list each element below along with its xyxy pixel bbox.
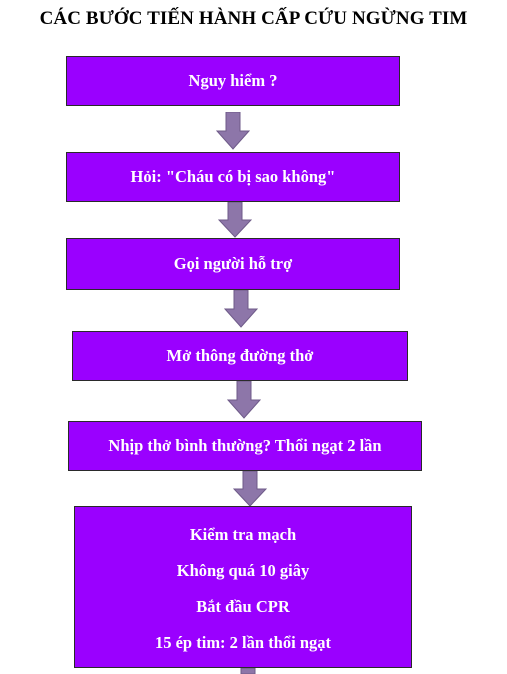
step-line: 15 ép tim: 2 lần thổi ngạt [154, 633, 331, 652]
down-arrow-icon [218, 202, 252, 238]
down-arrow-icon [216, 112, 250, 150]
step-label: Nhịp thở bình thường? Thổi ngạt 2 lần [108, 436, 382, 455]
step-line: Không quá 10 giây [176, 561, 310, 580]
step-open-airway: Mở thông đường thở [72, 331, 408, 381]
step-label: Mở thông đường thở [166, 346, 314, 365]
down-arrow-icon [231, 668, 265, 674]
step-call-help: Gọi người hỗ trợ [66, 238, 400, 290]
step-label: Gọi người hỗ trợ [173, 254, 293, 273]
down-arrow-icon [227, 381, 261, 419]
step-breathing-check: Nhịp thở bình thường? Thổi ngạt 2 lần [68, 421, 422, 471]
step-ask-child: Hỏi: "Cháu có bị sao không" [66, 152, 400, 202]
page-title: CÁC BƯỚC TIẾN HÀNH CẤP CỨU NGỪNG TIM [39, 8, 468, 29]
step-label: Nguy hiểm ? [188, 71, 278, 90]
step-line: Bắt đầu CPR [196, 597, 290, 616]
down-arrow-icon [233, 471, 267, 507]
down-arrow-icon [224, 290, 258, 328]
step-danger-check: Nguy hiểm ? [66, 56, 400, 106]
step-line: Kiểm tra mạch [189, 525, 297, 544]
step-check-pulse-cpr: Kiểm tra mạch Không quá 10 giây Bắt đầu … [74, 506, 412, 668]
step-label: Hỏi: "Cháu có bị sao không" [130, 167, 336, 186]
